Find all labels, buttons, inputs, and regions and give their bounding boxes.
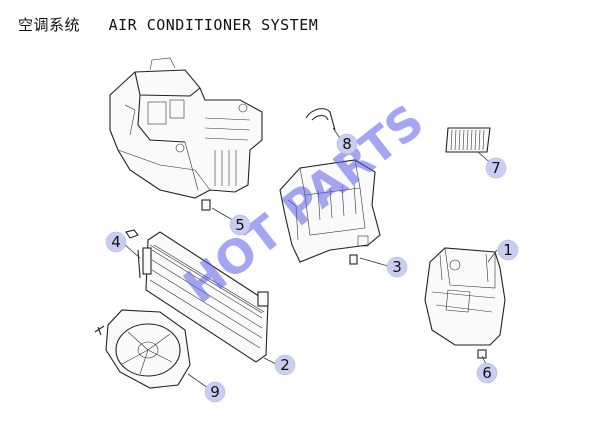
callout-number: 4 bbox=[111, 233, 121, 251]
callout-5: 5 bbox=[229, 214, 251, 236]
hvac-heater-assembly bbox=[109, 57, 263, 211]
callout-8: 8 bbox=[336, 133, 358, 155]
leader-3 bbox=[359, 257, 389, 267]
leader-9 bbox=[187, 373, 209, 389]
leader-6 bbox=[481, 355, 487, 365]
leader-4 bbox=[123, 243, 141, 259]
callout-number: 8 bbox=[342, 135, 352, 153]
callout-number: 2 bbox=[280, 356, 290, 374]
callout-number: 7 bbox=[491, 159, 501, 177]
evaporator-unit bbox=[279, 159, 381, 265]
blower-housing bbox=[424, 247, 506, 359]
callout-7: 7 bbox=[485, 157, 507, 179]
callout-number: 6 bbox=[482, 364, 492, 382]
callout-9: 9 bbox=[204, 381, 226, 403]
cooling-fan-assembly bbox=[94, 309, 191, 389]
leader-1 bbox=[487, 249, 498, 263]
callout-3: 3 bbox=[386, 256, 408, 278]
clip bbox=[305, 108, 336, 131]
callout-4: 4 bbox=[105, 231, 127, 253]
callout-6: 6 bbox=[476, 362, 498, 384]
callout-2: 2 bbox=[274, 354, 296, 376]
callout-number: 3 bbox=[392, 258, 402, 276]
condenser bbox=[125, 229, 269, 363]
callout-number: 5 bbox=[235, 216, 245, 234]
callout-number: 9 bbox=[210, 383, 220, 401]
callout-1: 1 bbox=[497, 239, 519, 261]
callout-number: 1 bbox=[503, 241, 513, 259]
leader-2 bbox=[263, 357, 277, 365]
page-title: 空调系统 AIR CONDITIONER SYSTEM bbox=[18, 16, 319, 34]
cabin-air-filter bbox=[445, 127, 491, 153]
